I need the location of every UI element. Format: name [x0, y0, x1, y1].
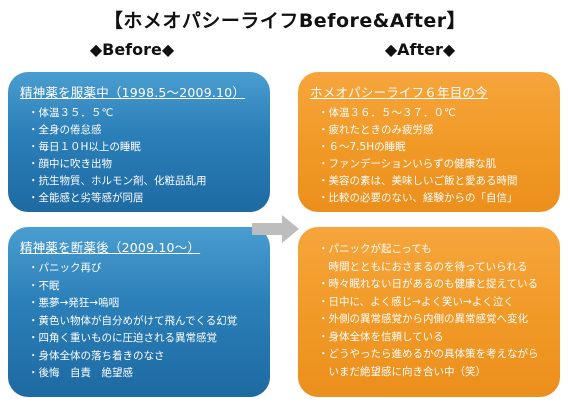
list-item: ・どうやったら進めるかの具体策を考えながら: [318, 348, 539, 360]
list-item: ・外側の異常感覚から内側の異常感覚へ変化: [318, 313, 528, 325]
list-item: ・時々眠れない日があるのも健康と捉えている: [318, 278, 538, 290]
after-withdrawal-title: 精神薬を断薬後: [20, 240, 109, 255]
homeopathy-now-title: ホメオパシーライフ６年目の今: [310, 85, 488, 100]
list-item: ・比較の必要のない、経験からの「自信」: [318, 192, 518, 204]
after-heading: ◆After◆: [384, 40, 456, 59]
after-withdrawal-heading: 精神薬を断薬後（2009.10～）: [20, 237, 258, 256]
after-withdrawal-list: ・パニック再び・不眠・悪夢→発狂→嗚咽・黄色い物体が自分めがけて飛んでくる幻覚・…: [20, 260, 258, 383]
before-medication-list: ・体温３５．５℃ ・全身の倦怠感・毎日１０H以上の睡眠・顔中に吹き出物・抗生物質、…: [20, 105, 258, 207]
list-item: ・全能感と劣等感が同居: [28, 192, 144, 204]
list-item: ・全身の倦怠感: [28, 124, 102, 136]
before-heading: ◆Before◆: [89, 40, 175, 59]
list-item: ・毎日１０H以上の睡眠: [28, 141, 141, 153]
mental-change-list: ・パニックが起こっても 時間とともにおさまるのを待っていられる・時々眠れない日が…: [310, 241, 548, 381]
list-item: ・身体全体の落ち着きのなさ: [28, 349, 165, 362]
list-item: いまだ絶望感に向き合い中（笑）: [318, 365, 486, 378]
list-item: ・顔中に吹き出物: [28, 158, 112, 170]
before-medication-title: 精神薬を服薬中: [20, 85, 109, 100]
list-item: ・抗生物質、ホルモン剤、化粧品乱用: [28, 175, 207, 187]
before-medication-heading: 精神薬を服薬中（1998.5～2009.10）: [20, 82, 258, 101]
right-arrow-icon: [252, 215, 299, 243]
list-item: ・パニックが起こっても: [318, 243, 432, 255]
homeopathy-now-list: ・体温３６．５～３７．０℃ ・疲れたときのみ疲労感・６～7.5Hの睡眠・ファンデー…: [310, 105, 548, 207]
list-item: ・身体全体を信頼している: [318, 330, 444, 343]
before-medication-period: （1998.5～2009.10）: [108, 85, 246, 100]
page-title: 【ホメオパシーライフBefore&After】: [103, 10, 467, 32]
after-withdrawal-period: （2009.10～）: [108, 240, 201, 255]
list-item: ・美容の素は、美味しいご飯と愛ある時間: [318, 175, 518, 187]
list-item: 時間とともにおさまるのを待っていられる: [318, 260, 528, 273]
list-item: ・体温３６．５～３７．０℃: [318, 107, 456, 119]
list-item: ・疲れたときのみ疲労感: [318, 124, 434, 136]
list-item: ・６～7.5Hの睡眠: [318, 141, 406, 153]
list-item: ・日中に、よく感じ→よく笑い→よく泣く: [318, 295, 514, 308]
list-item: ・四角く重いものに圧迫される異常感覚: [28, 332, 217, 344]
list-item: ・悪夢→発狂→嗚咽: [28, 297, 120, 309]
before-medication-box: 精神薬を服薬中（1998.5～2009.10） ・体温３５．５℃・全身の倦怠感・…: [8, 72, 270, 212]
homeopathy-now-box: ホメオパシーライフ６年目の今 ・体温３６．５～３７．０℃・疲れたときのみ疲労感・…: [298, 72, 560, 212]
mental-change-box: ・パニックが起こっても 時間とともにおさまるのを待っていられる・時々眠れない日が…: [298, 227, 560, 397]
list-item: ・体温３５．５℃: [28, 107, 114, 119]
list-item: ・後悔 自責 絶望感: [28, 367, 133, 379]
list-item: ・ファンデーションいらずの健康な肌: [318, 158, 497, 170]
right-arrow-shape: [252, 215, 299, 243]
list-item: ・パニック再び: [28, 262, 102, 274]
list-item: ・不眠: [28, 279, 60, 292]
list-item: ・黄色い物体が自分めがけて飛んでくる幻覚: [28, 314, 238, 327]
after-withdrawal-box: 精神薬を断薬後（2009.10～） ・パニック再び・不眠・悪夢→発狂→嗚咽・黄色…: [8, 227, 270, 397]
